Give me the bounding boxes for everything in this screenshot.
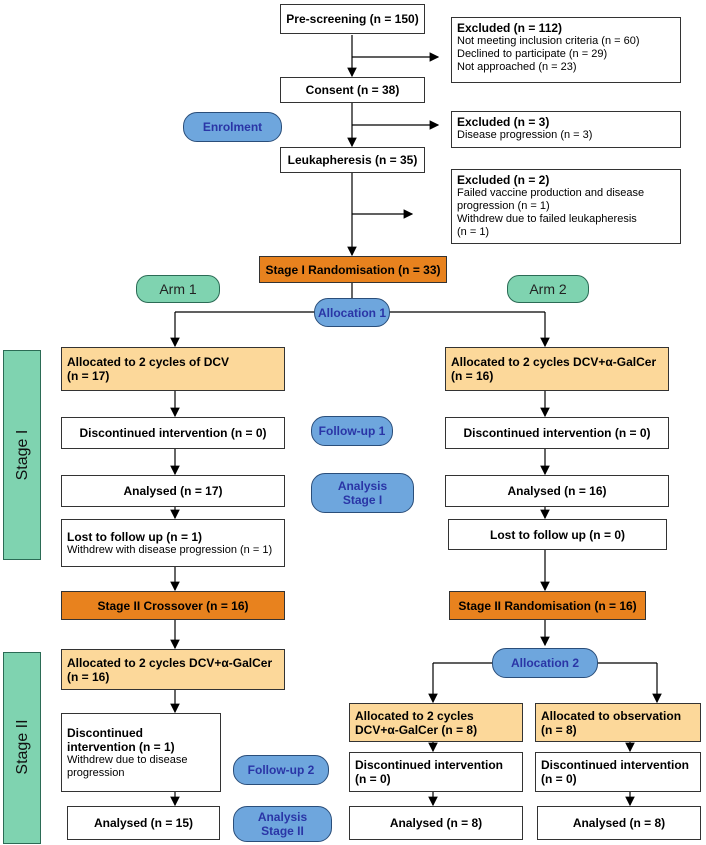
analysis-line: Stage II — [261, 824, 304, 838]
arm2a-stage2-discontinued-box: Discontinued intervention (n = 0) — [349, 752, 523, 792]
allocation1-label: Allocation 1 — [314, 298, 390, 327]
arm2-stage1-lost-box: Lost to follow up (n = 0) — [448, 519, 667, 550]
excluded-3-title: Excluded (n = 2) — [457, 173, 550, 187]
allocated-line: Allocated to 2 cycles of DCV — [67, 355, 230, 369]
lost-title: Lost to follow up (n = 1) — [67, 529, 202, 544]
allocated-line: (n = 8) — [541, 722, 577, 737]
arm1-stage2-analysed-box: Analysed (n = 15) — [67, 806, 220, 840]
discontinued-line: intervention (n = 1) — [67, 739, 175, 754]
arm2b-stage2-discontinued-box: Discontinued intervention (n = 0) — [535, 752, 701, 792]
excluded-3-line: progression (n = 1) — [457, 200, 550, 212]
consent-box: Consent (n = 38) — [280, 77, 425, 103]
allocated-line: Allocated to 2 cycles — [355, 708, 474, 723]
excluded-1-line: Declined to participate (n = 29) — [457, 48, 608, 60]
discontinued-line: Discontinued intervention — [541, 758, 690, 772]
discontinued-line: Discontinued — [67, 725, 144, 740]
analysis-stage1-label: Analysis Stage I — [311, 473, 414, 513]
excluded-2-title: Excluded (n = 3) — [457, 115, 550, 129]
enrolment-label: Enrolment — [183, 112, 282, 142]
arm2-stage1-allocated-box: Allocated to 2 cycles DCV+α-GalCer (n = … — [445, 347, 669, 391]
lost-detail: Withdrew with disease progression (n = 1… — [67, 543, 273, 556]
prescreening-box: Pre-screening (n = 150) — [280, 4, 425, 34]
excluded-box-2: Excluded (n = 3) Disease progression (n … — [451, 111, 681, 148]
analysis-line: Analysis — [257, 810, 308, 824]
arm2b-stage2-allocated-box: Allocated to observation (n = 8) — [535, 703, 701, 742]
analysis-line: Stage I — [342, 493, 383, 507]
arm2a-stage2-allocated-box: Allocated to 2 cycles DCV+α-GalCer (n = … — [349, 703, 523, 742]
stage2-bar: Stage II — [3, 652, 41, 844]
stage1-bar: Stage I — [3, 350, 41, 560]
excluded-3-line: (n = 1) — [457, 226, 490, 238]
excluded-3-line: Withdrew due to failed leukapheresis — [457, 213, 637, 225]
arm2-label: Arm 2 — [507, 275, 589, 303]
leukapheresis-box: Leukapheresis (n = 35) — [280, 147, 425, 173]
excluded-1-title: Excluded (n = 112) — [457, 21, 563, 35]
arm1-label: Arm 1 — [136, 275, 220, 303]
allocated-line: Allocated to observation — [541, 708, 682, 723]
allocated-line: Allocated to 2 cycles DCV+α-GalCer — [451, 355, 657, 369]
arm1-stage2-discontinued-box: Discontinued intervention (n = 1) Withdr… — [61, 713, 221, 792]
stage1-randomisation-box: Stage I Randomisation (n = 33) — [259, 256, 447, 283]
excluded-3-line: Failed vaccine production and disease — [457, 187, 645, 199]
discontinued-line: (n = 0) — [355, 772, 391, 786]
stage1-label: Stage I — [14, 429, 31, 481]
allocated-line: (n = 17) — [67, 369, 110, 383]
excluded-2-line: Disease progression (n = 3) — [457, 129, 593, 141]
analysis-stage2-label: Analysis Stage II — [233, 806, 332, 842]
allocated-line: (n = 16) — [451, 369, 494, 383]
allocated-line: Allocated to 2 cycles DCV+α-GalCer — [67, 655, 273, 670]
excluded-box-1: Excluded (n = 112) Not meeting inclusion… — [451, 17, 681, 83]
discontinued-line: Discontinued intervention — [355, 758, 504, 772]
discontinued-detail: Withdrew due to disease — [67, 753, 188, 766]
excluded-1-line: Not approached (n = 23) — [457, 61, 577, 73]
arm2-stage1-discontinued-box: Discontinued intervention (n = 0) — [445, 417, 669, 449]
stage2-crossover-box: Stage II Crossover (n = 16) — [61, 591, 285, 620]
excluded-box-3: Excluded (n = 2) Failed vaccine producti… — [451, 169, 681, 244]
allocated-line: DCV+α-GalCer (n = 8) — [355, 722, 478, 737]
discontinued-detail: progression — [67, 766, 125, 779]
allocated-line: (n = 16) — [67, 669, 110, 684]
arm1-stage1-lost-box: Lost to follow up (n = 1) Withdrew with … — [61, 519, 285, 567]
arm1-stage1-analysed-box: Analysed (n = 17) — [61, 475, 285, 507]
arm1-stage1-allocated-box: Allocated to 2 cycles of DCV (n = 17) — [61, 347, 285, 391]
stage2-randomisation-box: Stage II Randomisation (n = 16) — [449, 591, 646, 620]
followup1-label: Follow-up 1 — [311, 416, 393, 446]
allocation2-label: Allocation 2 — [492, 648, 598, 678]
arm2-stage1-analysed-box: Analysed (n = 16) — [445, 475, 669, 507]
arm1-stage2-allocated-box: Allocated to 2 cycles DCV+α-GalCer (n = … — [61, 649, 285, 690]
arm1-stage1-discontinued-box: Discontinued intervention (n = 0) — [61, 417, 285, 449]
followup2-label: Follow-up 2 — [233, 755, 329, 785]
arm2a-stage2-analysed-box: Analysed (n = 8) — [349, 806, 523, 840]
discontinued-line: (n = 0) — [541, 772, 577, 786]
arm2b-stage2-analysed-box: Analysed (n = 8) — [537, 806, 701, 840]
stage2-label: Stage II — [14, 719, 31, 775]
analysis-line: Analysis — [337, 479, 388, 493]
excluded-1-line: Not meeting inclusion criteria (n = 60) — [457, 35, 640, 47]
